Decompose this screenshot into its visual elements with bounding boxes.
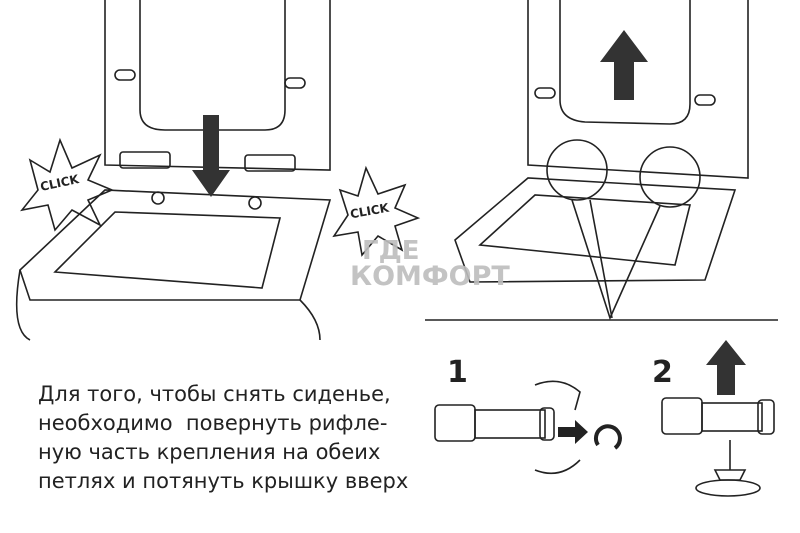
instruction-line: необходимо повернуть рифле- — [38, 411, 388, 435]
watermark-logo: ГДЕ КОМФОРТ — [350, 238, 510, 290]
arrow-right-icon — [558, 420, 588, 444]
instruction-line: петлях и потянуть крышку вверх — [38, 469, 409, 493]
left-toilet-illustration — [15, 0, 332, 341]
instruction-line: ную часть крепления на обеих — [38, 440, 381, 464]
arrow-up-icon — [600, 30, 648, 100]
hinge-step-1-illustration — [434, 380, 622, 475]
click-burst-right-icon — [332, 165, 421, 257]
rotate-icon — [594, 424, 622, 450]
step-number-2: 2 — [652, 355, 673, 390]
hinge-step-2-illustration — [661, 340, 775, 497]
arrow-up-icon — [706, 340, 746, 395]
instruction-text: Для того, чтобы снять сиденье, необходим… — [38, 380, 438, 496]
step-number-1: 1 — [447, 355, 468, 390]
watermark-line2: КОМФОРТ — [350, 261, 510, 292]
watermark-line1: ГДЕ — [362, 236, 420, 266]
instruction-line: Для того, чтобы снять сиденье, — [38, 382, 391, 406]
right-toilet-illustration — [454, 0, 749, 321]
click-burst-left-icon — [20, 137, 115, 232]
arrow-down-icon — [192, 115, 230, 197]
